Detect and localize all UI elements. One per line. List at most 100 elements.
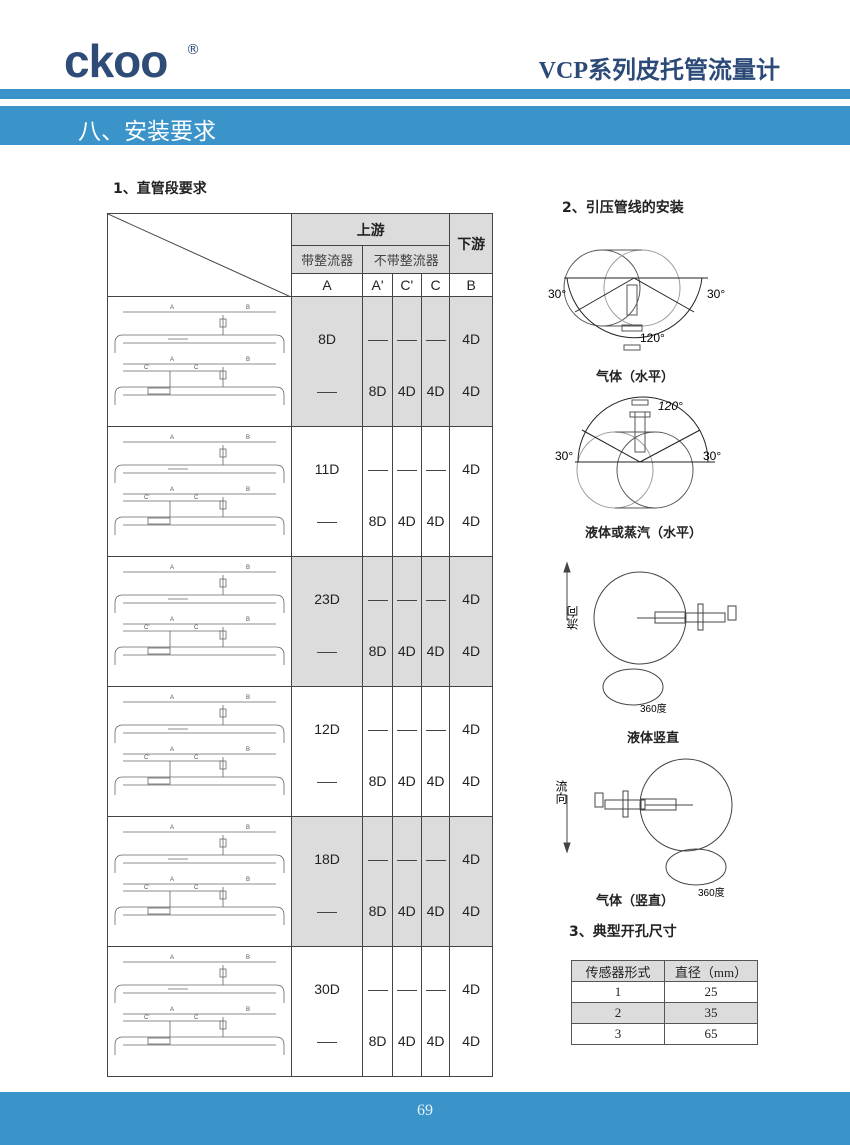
with-conditioner-header: 带整流器 xyxy=(290,245,364,274)
section-banner: 八、安装要求 xyxy=(0,106,850,145)
sensor-type: 3 xyxy=(571,1023,665,1045)
value: 4D xyxy=(462,773,481,789)
dim-label-b: B xyxy=(246,357,250,363)
cell-a: 18D xyxy=(290,816,364,947)
dash xyxy=(422,461,450,477)
value: 4D xyxy=(462,903,481,919)
cell-c: 4D xyxy=(420,556,451,687)
dash xyxy=(292,1033,362,1049)
caption-gas-vertical: 气体（竖直） xyxy=(596,894,675,909)
liquid-vertical-diagram: 流向 360度 xyxy=(563,561,737,715)
cell-a: 23D xyxy=(290,556,364,687)
value: 4D xyxy=(462,383,481,399)
brand-logo: ckoo xyxy=(64,35,168,87)
value: 18D xyxy=(314,851,340,867)
dash xyxy=(363,721,392,737)
col-c-prime: C' xyxy=(391,273,422,297)
value: 4D xyxy=(397,383,416,399)
cell-a: 30D xyxy=(290,946,364,1077)
value: 23D xyxy=(314,591,340,607)
value: 4D xyxy=(426,513,445,529)
dim-label-b: B xyxy=(246,877,250,883)
header-diameter: 直径（mm） xyxy=(664,960,758,982)
section-title: 八、安装要求 xyxy=(78,119,216,145)
value: 12D xyxy=(314,721,340,737)
dash xyxy=(393,461,421,477)
value: 4D xyxy=(426,383,445,399)
dim-label-b: B xyxy=(246,825,250,831)
dim-label-a: A xyxy=(170,565,174,571)
value: 4D xyxy=(397,1033,416,1049)
dash xyxy=(393,981,421,997)
dim-label-a: A xyxy=(170,305,174,311)
value: 4D xyxy=(397,513,416,529)
cell-a-prime: 8D xyxy=(362,556,393,687)
col-a: A xyxy=(290,273,364,297)
dim-label-a: A xyxy=(170,617,174,623)
diameter: 65 xyxy=(664,1023,758,1045)
dash xyxy=(393,851,421,867)
value: 11D xyxy=(314,461,340,477)
value: 8D xyxy=(368,1033,387,1049)
dash xyxy=(422,981,450,997)
dim-label-a: A xyxy=(170,695,174,701)
cell-c-prime: 4D xyxy=(391,426,422,557)
value: 4D xyxy=(426,773,445,789)
dash xyxy=(393,591,421,607)
dim-label-c-prime: C' xyxy=(144,625,149,631)
dim-label-a: A xyxy=(170,877,174,883)
sensor-type: 1 xyxy=(571,981,665,1003)
flow-direction-label-2: 流向 xyxy=(554,780,568,804)
dash xyxy=(422,331,450,347)
cell-c: 4D xyxy=(420,426,451,557)
dim-label-b: B xyxy=(246,1007,250,1013)
dim-label-a: A xyxy=(170,357,174,363)
rotation-360-label: 360度 xyxy=(640,702,667,715)
straight-pipe-title: 1、直管段要求 xyxy=(113,181,207,197)
dim-label-b: B xyxy=(246,487,250,493)
value: 4D xyxy=(462,981,481,997)
cell-c: 4D xyxy=(420,946,451,1077)
dim-label-b: B xyxy=(246,695,250,701)
cell-c: 4D xyxy=(420,816,451,947)
caption-gas-horizontal: 气体（水平） xyxy=(596,370,675,385)
dim-label-a: A xyxy=(170,825,174,831)
value: 4D xyxy=(397,903,416,919)
dim-label-a: A xyxy=(170,487,174,493)
value: 4D xyxy=(397,773,416,789)
dim-label-c-prime: C' xyxy=(144,365,149,371)
value: 4D xyxy=(462,643,481,659)
angle-30-left: 30° xyxy=(548,287,566,301)
cell-a-prime: 8D xyxy=(362,296,393,427)
document-title: VCP系列皮托管流量计 xyxy=(538,58,780,84)
dash xyxy=(292,773,362,789)
dim-label-c: C xyxy=(194,885,199,891)
caption-liquid-vertical: 液体竖直 xyxy=(627,731,680,746)
registered-mark: ® xyxy=(186,42,200,58)
dim-label-a: A xyxy=(170,955,174,961)
dim-label-b: B xyxy=(246,435,250,441)
gas-horizontal-diagram: 30° 30° 120° xyxy=(548,249,725,351)
col-c: C xyxy=(420,273,451,297)
dim-label-b: B xyxy=(246,747,250,753)
flow-direction-label: 流向 xyxy=(566,606,580,630)
dash xyxy=(393,331,421,347)
value: 30D xyxy=(314,981,340,997)
value: 4D xyxy=(426,1033,445,1049)
footer-band: 69 xyxy=(0,1092,850,1145)
value: 8D xyxy=(368,903,387,919)
